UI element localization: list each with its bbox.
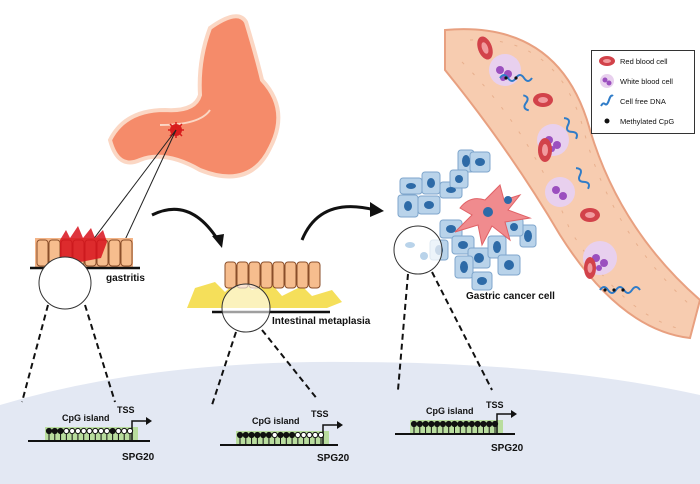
methylated-cpg-site bbox=[242, 431, 249, 439]
cpg-panel-intestinal-metaplasia bbox=[220, 421, 343, 446]
methylated-cpg-site bbox=[422, 420, 429, 428]
methylated-cpg-site bbox=[248, 431, 255, 439]
legend-label: Methylated CpG bbox=[620, 117, 675, 126]
methylated-cpg-site bbox=[277, 431, 284, 439]
unmethylated-cpg-site bbox=[121, 427, 128, 435]
unmethylated-cpg-site bbox=[63, 427, 70, 435]
tss-arrow bbox=[322, 424, 337, 445]
blood-vessel bbox=[444, 28, 700, 340]
tss-arrowhead bbox=[511, 410, 517, 418]
unmethylated-cpg-site bbox=[103, 427, 110, 435]
unmethylated-cpg-site bbox=[69, 427, 76, 435]
background-band bbox=[0, 361, 700, 484]
tss-arrowhead bbox=[337, 421, 343, 429]
methylated-cpg-site bbox=[288, 431, 296, 439]
methylated-cpg-site bbox=[51, 427, 58, 435]
unmethylated-cpg-site bbox=[80, 427, 87, 435]
gene-label: SPG20 bbox=[491, 443, 524, 454]
unmethylated-cpg-site bbox=[317, 431, 325, 439]
legend-label: White blood cell bbox=[620, 77, 673, 86]
unmethylated-cpg-site bbox=[74, 427, 82, 435]
methylated-cpg-site bbox=[462, 420, 470, 428]
unmethylated-cpg-site bbox=[300, 431, 307, 439]
unmethylated-cpg-site bbox=[294, 431, 301, 439]
cpg-island-label: CpG island bbox=[62, 413, 110, 423]
methylated-cpg-site bbox=[474, 420, 481, 428]
stomach-icon bbox=[107, 14, 281, 179]
methylated-cpg-site bbox=[283, 431, 290, 439]
legend-item-white-blood-cell: White blood cell bbox=[592, 73, 696, 91]
methylated-cpg-site bbox=[428, 420, 435, 428]
unmethylated-cpg-site bbox=[126, 427, 134, 435]
methylated-cpg-site bbox=[45, 427, 53, 435]
gene-label: SPG20 bbox=[317, 453, 350, 464]
gastric-cancer-cluster bbox=[393, 149, 537, 291]
unmethylated-cpg-site bbox=[97, 427, 105, 435]
progression-arrow-1 bbox=[151, 207, 220, 241]
methylated-cpg-site bbox=[457, 420, 464, 428]
methylated-cpg-site bbox=[451, 420, 458, 428]
methylated-cpg-site bbox=[254, 431, 261, 439]
methylated-cpg-site bbox=[416, 420, 423, 428]
methylated-cpg-site bbox=[486, 420, 493, 428]
methylated-cpg-site bbox=[57, 427, 64, 435]
unmethylated-cpg-site bbox=[86, 427, 93, 435]
unmethylated-cpg-site bbox=[306, 431, 313, 439]
legend-label: Cell free DNA bbox=[620, 97, 666, 106]
intestinal-metaplasia-label: Intestinal metaplasia bbox=[272, 316, 371, 327]
methylated-cpg-icon bbox=[604, 118, 610, 124]
tss-arrowhead bbox=[146, 417, 152, 425]
methylated-cpg-site bbox=[260, 431, 267, 439]
progression-arrow-2 bbox=[300, 205, 376, 241]
methylated-cpg-site bbox=[434, 420, 441, 428]
gastritis-label: gastritis bbox=[106, 273, 145, 284]
unmethylated-cpg-site bbox=[271, 431, 278, 439]
intestinal-metaplasia-tissue bbox=[187, 261, 342, 333]
tss-label: TSS bbox=[486, 400, 504, 410]
unmethylated-cpg-site bbox=[312, 431, 319, 439]
red-blood-cell-icon bbox=[599, 56, 615, 66]
legend-item-methylated-cpg: Methylated CpG bbox=[592, 113, 696, 131]
tss-arrow bbox=[496, 413, 511, 434]
gastritis-tissue bbox=[30, 226, 140, 310]
methylated-cpg-site bbox=[265, 431, 273, 439]
legend-item-red-blood-cell: Red blood cell bbox=[592, 53, 696, 71]
white-blood-cell-icon bbox=[600, 74, 614, 88]
unmethylated-cpg-site bbox=[115, 427, 122, 435]
tss-label: TSS bbox=[117, 405, 135, 415]
legend-label: Red blood cell bbox=[620, 57, 668, 66]
tss-label: TSS bbox=[311, 409, 329, 419]
methylated-cpg-site bbox=[480, 420, 487, 428]
methylated-cpg-site bbox=[109, 427, 116, 435]
legend-item-cell-free-dna: Cell free DNA bbox=[592, 93, 696, 111]
gastric-cancer-cell-label: Gastric cancer cell bbox=[466, 291, 555, 302]
cpg-panel-gastric-cancer bbox=[395, 410, 517, 435]
legend: Red blood cell White blood cell Cell fre… bbox=[591, 50, 695, 134]
methylated-cpg-site bbox=[439, 420, 447, 428]
methylated-cpg-site bbox=[445, 420, 452, 428]
unmethylated-cpg-site bbox=[92, 427, 99, 435]
cell-free-dna-icon bbox=[600, 94, 614, 107]
cpg-island-label: CpG island bbox=[426, 406, 474, 416]
cpg-island-label: CpG island bbox=[252, 416, 300, 426]
cpg-panel-gastritis bbox=[28, 417, 152, 442]
methylated-cpg-site bbox=[236, 431, 244, 439]
methylated-cpg-site bbox=[410, 420, 418, 428]
tss-arrow bbox=[131, 420, 146, 441]
gene-label: SPG20 bbox=[122, 452, 155, 463]
methylated-cpg-site bbox=[491, 420, 499, 428]
zoom-lines bbox=[21, 271, 493, 406]
methylated-cpg-site bbox=[468, 420, 475, 428]
